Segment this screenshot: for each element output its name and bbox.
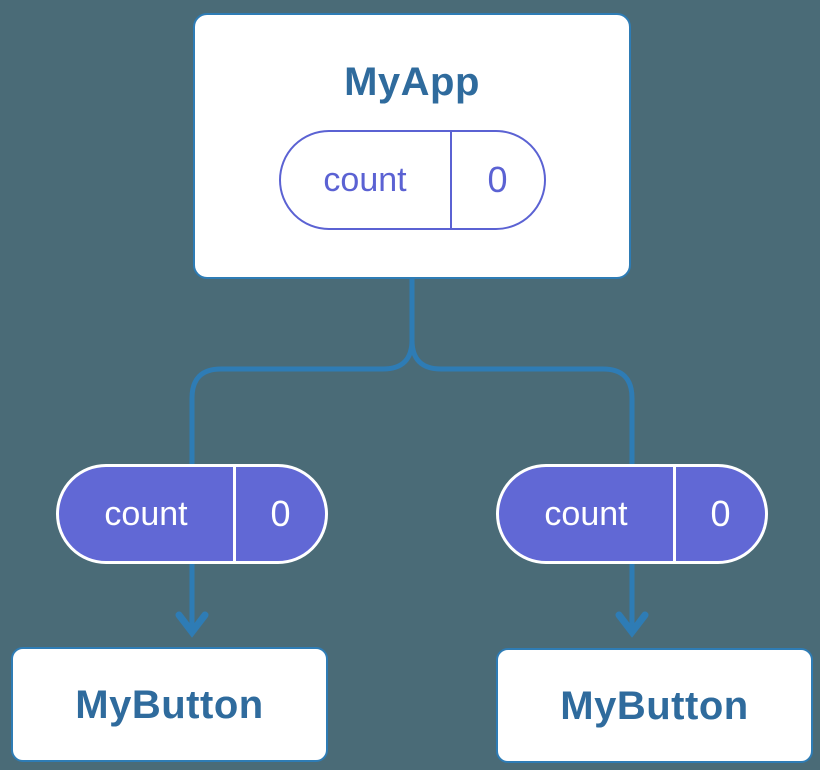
arrowhead-right-icon xyxy=(615,611,649,638)
prop-pill-left: count 0 xyxy=(56,464,328,564)
state-key-label: count xyxy=(323,160,407,199)
state-pill-myapp: count 0 xyxy=(278,130,546,230)
component-card-mybutton-left: MyButton xyxy=(11,647,328,762)
branch-left-line xyxy=(189,279,415,628)
component-card-mybutton-right: MyButton xyxy=(496,648,813,763)
component-card-myapp: MyApp count 0 xyxy=(193,13,631,279)
prop-key-label: count xyxy=(544,494,628,533)
prop-value: 0 xyxy=(710,493,731,534)
state-value: 0 xyxy=(487,159,508,200)
pill-divider xyxy=(449,132,452,228)
component-title: MyApp xyxy=(344,60,480,104)
component-title: MyButton xyxy=(560,683,749,728)
prop-pill-right: count 0 xyxy=(496,464,768,564)
arrowhead-left-icon xyxy=(175,611,209,638)
branch-right-line xyxy=(409,279,635,628)
pill-divider xyxy=(673,467,676,561)
component-title: MyButton xyxy=(75,682,264,727)
pill-divider xyxy=(233,467,236,561)
prop-value: 0 xyxy=(270,493,291,534)
prop-key-label: count xyxy=(104,494,188,533)
